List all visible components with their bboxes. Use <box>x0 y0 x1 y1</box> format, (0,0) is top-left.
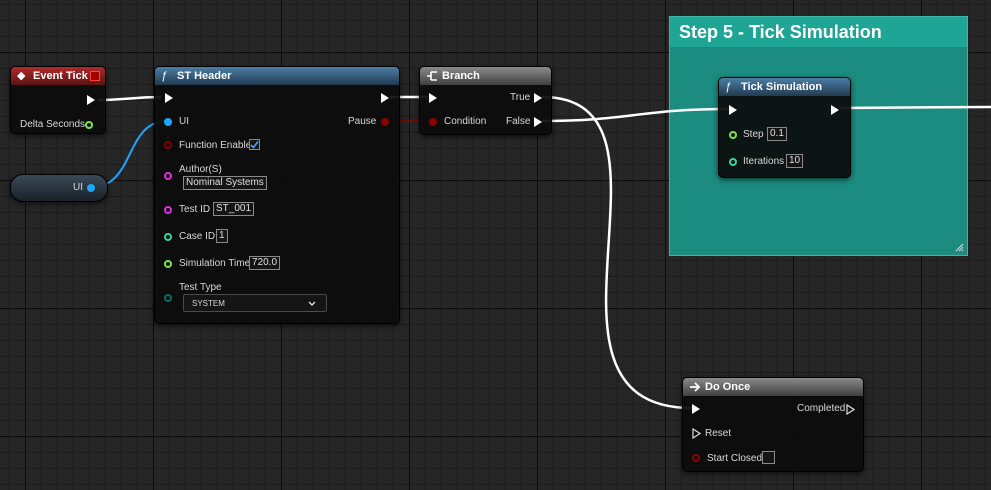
bool-in-pin-condition[interactable] <box>429 118 437 126</box>
pin-label-ui: UI <box>179 116 189 127</box>
int-in-pin-iterations[interactable] <box>729 158 737 166</box>
string-in-pin-author[interactable] <box>164 172 172 180</box>
node-header[interactable]: ƒ Tick Simulation <box>719 78 850 96</box>
comment-title[interactable]: Step 5 - Tick Simulation <box>670 17 967 47</box>
node-title: Do Once <box>705 381 751 393</box>
float-in-pin-simulation-time[interactable] <box>164 260 172 268</box>
pin-label-case-id: Case ID <box>179 231 216 242</box>
pin-label-start-closed: Start Closed <box>707 453 763 464</box>
int-in-pin-case-id[interactable] <box>164 233 172 241</box>
test-id-input[interactable]: ST_001 <box>213 202 255 216</box>
node-title: Tick Simulation <box>741 81 823 93</box>
resize-grip-icon[interactable] <box>955 243 964 252</box>
float-out-pin-delta-seconds[interactable] <box>85 121 93 129</box>
node-title: ST Header <box>177 70 232 82</box>
pin-label-false: False <box>506 116 531 127</box>
node-do-once[interactable]: Do Once Completed Reset Start Closed <box>682 377 864 472</box>
pin-label-true: True <box>510 92 531 103</box>
bool-in-pin-function-enable[interactable] <box>164 141 172 149</box>
byte-in-pin-test-type[interactable] <box>164 294 172 302</box>
pin-label-step: Step <box>743 129 764 140</box>
test-type-dropdown[interactable]: SYSTEM <box>183 294 327 312</box>
node-header[interactable]: Branch <box>420 67 551 85</box>
function-icon: ƒ <box>161 70 168 82</box>
node-title: Branch <box>442 70 480 82</box>
function-icon: ƒ <box>725 81 732 93</box>
simulation-time-input[interactable]: 720.0 <box>249 256 281 270</box>
bool-out-pin-pause[interactable] <box>381 118 389 126</box>
node-branch[interactable]: Branch True Condition False <box>419 66 552 135</box>
node-ui-variable[interactable]: UI <box>10 174 108 202</box>
pin-label-reset: Reset <box>705 428 732 439</box>
exec-out-pin-completed[interactable] <box>846 404 855 415</box>
chevron-down-icon <box>308 301 316 306</box>
exec-out-pin[interactable] <box>87 95 95 105</box>
exec-wire-tick-to-header <box>96 95 162 102</box>
exec-in-pin[interactable] <box>692 404 700 414</box>
pin-label-test-type: Test Type <box>179 282 222 293</box>
pin-label-completed: Completed <box>797 403 846 414</box>
checkmark-icon <box>250 141 259 149</box>
event-diamond-icon: ◆ <box>17 70 26 82</box>
exec-in-pin[interactable] <box>729 105 737 115</box>
node-tick-simulation[interactable]: ƒ Tick Simulation Step 0.1 Iterations 10 <box>718 77 851 178</box>
string-in-pin-test-id[interactable] <box>164 206 172 214</box>
step-input[interactable]: 0.1 <box>767 127 787 141</box>
function-enable-checkbox[interactable] <box>249 139 260 150</box>
bool-in-pin-start-closed[interactable] <box>692 454 700 462</box>
exec-out-pin-false[interactable] <box>534 117 542 127</box>
pin-label-delta-seconds: Delta Seconds <box>20 119 86 130</box>
object-out-pin-ui[interactable] <box>87 184 95 192</box>
node-header[interactable]: ◆ Event Tick <box>11 67 105 85</box>
node-header[interactable]: ƒ ST Header <box>155 67 399 85</box>
branch-icon <box>427 71 437 81</box>
pin-label-iterations: Iterations <box>743 156 785 167</box>
exec-out-pin[interactable] <box>831 105 839 115</box>
node-title: Event Tick <box>33 70 88 82</box>
iterations-input[interactable]: 10 <box>786 154 804 168</box>
author-input[interactable]: Nominal Systems <box>183 176 267 190</box>
pin-label-condition: Condition <box>444 116 487 127</box>
case-id-input[interactable]: 1 <box>216 229 228 243</box>
exec-out-pin-true[interactable] <box>534 93 542 103</box>
exec-in-pin[interactable] <box>429 93 437 103</box>
pin-label-author: Author(S) <box>179 164 222 175</box>
float-in-pin-step[interactable] <box>729 131 737 139</box>
pin-label-simulation-time: Simulation Time <box>179 258 251 269</box>
pin-label-test-id: Test ID <box>179 204 211 215</box>
start-closed-checkbox[interactable] <box>762 451 775 464</box>
delegate-pin-icon[interactable] <box>90 71 100 81</box>
node-header[interactable]: Do Once <box>683 378 863 396</box>
exec-out-pin[interactable] <box>381 93 389 103</box>
exec-in-pin-reset[interactable] <box>692 428 701 439</box>
test-type-selected-value: SYSTEM <box>192 299 225 308</box>
pin-label-pause: Pause <box>348 116 377 127</box>
object-in-pin-ui[interactable] <box>164 118 172 126</box>
node-event-tick[interactable]: ◆ Event Tick Delta Seconds <box>10 66 106 134</box>
pin-label-function-enable: Function Enable <box>179 140 252 151</box>
node-st-header[interactable]: ƒ ST Header UI Pause Function Enable Aut… <box>154 66 400 324</box>
variable-label-ui: UI <box>73 182 83 193</box>
exec-in-pin[interactable] <box>165 93 173 103</box>
arrow-right-icon <box>690 382 701 392</box>
